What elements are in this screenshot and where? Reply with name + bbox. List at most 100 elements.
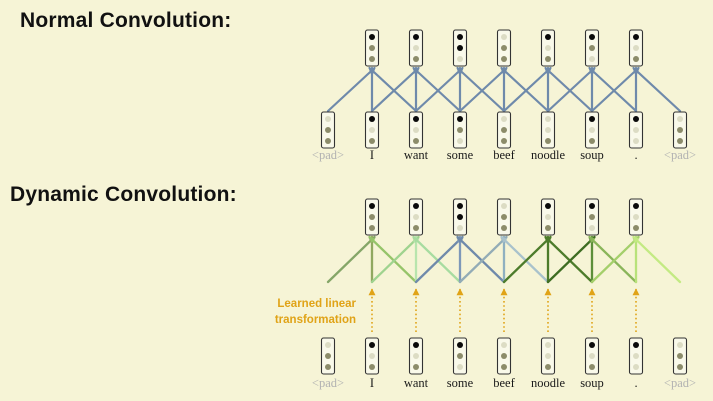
- vector-dot: [325, 138, 331, 144]
- vector-dot: [633, 225, 639, 231]
- vector-dot: [501, 34, 507, 40]
- vector-dot: [545, 45, 551, 51]
- vector-dot: [457, 214, 463, 220]
- vector-dot: [325, 364, 331, 370]
- dynamic-arrow: [544, 235, 594, 284]
- normal-arrow: [370, 66, 420, 113]
- learned-transformation-arrows: [368, 288, 640, 332]
- token-label: soup: [580, 148, 604, 162]
- vector-dot: [457, 56, 463, 62]
- input-vector-dynamic: [452, 337, 468, 375]
- vector-dot: [457, 353, 463, 359]
- vector-dot: [677, 138, 683, 144]
- input-vector-dynamic: [540, 337, 556, 375]
- vector-dot: [633, 116, 639, 122]
- normal-arrow: [544, 66, 594, 113]
- vector-dot: [413, 353, 419, 359]
- token-label: want: [403, 376, 429, 390]
- dynamic-arrow: [414, 235, 464, 284]
- input-vector-dynamic: [628, 337, 644, 375]
- vector-dot: [457, 138, 463, 144]
- vector-dot: [545, 56, 551, 62]
- vector-dot: [457, 116, 463, 122]
- output-vector-dynamic: [408, 198, 424, 236]
- vector-dot: [457, 34, 463, 40]
- input-vector-dynamic: [364, 337, 380, 375]
- vector-dot: [413, 116, 419, 122]
- output-vector-dynamic: [452, 198, 468, 236]
- input-vector-normal: [672, 111, 688, 149]
- vector-dot: [413, 45, 419, 51]
- input-vector-normal: [496, 111, 512, 149]
- vector-dot: [369, 116, 375, 122]
- vector-dot: [545, 138, 551, 144]
- vector-dot: [589, 342, 595, 348]
- normal-arrow: [546, 66, 596, 113]
- dynamic-arrow: [368, 235, 418, 284]
- vector-dot: [633, 127, 639, 133]
- vector-boxes: [320, 29, 688, 375]
- vector-dot: [457, 127, 463, 133]
- vector-dot: [545, 364, 551, 370]
- vector-dot: [457, 342, 463, 348]
- dynamic-arrow: [590, 235, 640, 284]
- vector-dot: [589, 127, 595, 133]
- dynamic-arrow: [456, 235, 506, 284]
- dynamic-arrow: [412, 235, 462, 284]
- output-vector-dynamic: [584, 198, 600, 236]
- output-vector-normal: [364, 29, 380, 67]
- vector-dot: [545, 116, 551, 122]
- vector-dot: [633, 34, 639, 40]
- vector-dot: [457, 203, 463, 209]
- normal-arrow: [502, 66, 552, 113]
- vector-dot: [589, 353, 595, 359]
- vector-dot: [501, 127, 507, 133]
- token-label: <pad>: [663, 376, 697, 390]
- token-label: <pad>: [311, 376, 345, 390]
- vector-dot: [413, 342, 419, 348]
- token-label: want: [403, 148, 429, 162]
- normal-convolution-arrows: [326, 66, 682, 113]
- vector-dot: [633, 342, 639, 348]
- vector-dot: [369, 214, 375, 220]
- vector-dot: [589, 34, 595, 40]
- vector-dot: [501, 342, 507, 348]
- input-vector-normal: [628, 111, 644, 149]
- vector-dot: [413, 127, 419, 133]
- token-label: soup: [580, 376, 604, 390]
- vector-dot: [369, 203, 375, 209]
- vector-dot: [589, 116, 595, 122]
- token-label: I: [369, 376, 375, 390]
- vector-dot: [457, 225, 463, 231]
- dynamic-arrow: [370, 235, 420, 284]
- output-vector-dynamic: [628, 198, 644, 236]
- token-label: beef: [493, 376, 515, 390]
- vector-dot: [589, 214, 595, 220]
- vector-dot: [369, 342, 375, 348]
- token-label: .: [634, 376, 638, 390]
- normal-arrow: [500, 66, 550, 113]
- dynamic-arrow: [500, 235, 550, 284]
- token-label: beef: [493, 148, 515, 162]
- vector-dot: [677, 127, 683, 133]
- vector-dot: [545, 203, 551, 209]
- input-vector-dynamic: [320, 337, 336, 375]
- token-label: some: [446, 376, 474, 390]
- vector-dot: [413, 138, 419, 144]
- transformation-label: transformation: [274, 314, 356, 326]
- input-vector-normal: [320, 111, 336, 149]
- vector-dot: [589, 45, 595, 51]
- dynamic-arrow: [632, 235, 682, 284]
- dynamic-arrow: [546, 235, 596, 284]
- output-vector-normal: [496, 29, 512, 67]
- token-label: .: [634, 148, 638, 162]
- vector-dot: [589, 225, 595, 231]
- input-vector-normal: [584, 111, 600, 149]
- vector-dot: [413, 364, 419, 370]
- normal-arrow: [412, 66, 462, 113]
- vector-dot: [545, 34, 551, 40]
- vector-dot: [501, 225, 507, 231]
- vector-dot: [633, 353, 639, 359]
- input-vector-dynamic: [584, 337, 600, 375]
